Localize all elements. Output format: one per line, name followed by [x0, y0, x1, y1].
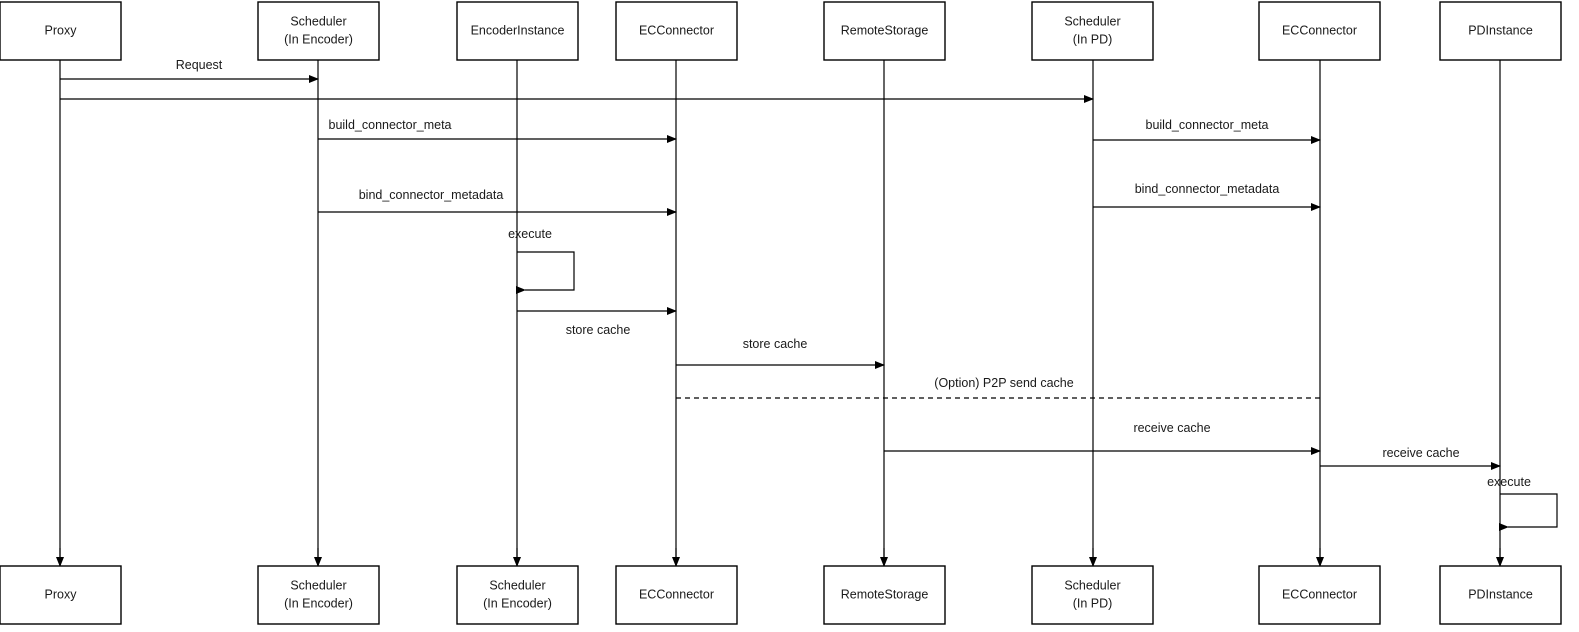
bottom-participant-sublabel-sched_pd: (In PD) [1073, 596, 1113, 610]
message-label-m8: store cache [743, 337, 808, 351]
bottom-participant-label-remote: RemoteStorage [841, 587, 929, 601]
message-label-m1: Request [176, 58, 223, 72]
bottom-participant-label-sched_enc: Scheduler [290, 578, 346, 592]
bottom-participant-sublabel-sched_enc: (In Encoder) [284, 596, 353, 610]
self-message-s2[interactable]: execute [1487, 475, 1558, 531]
self-message-path-s2 [1499, 493, 1558, 531]
message-m1[interactable]: Request [60, 58, 319, 83]
top-participant-box-ecc_pd[interactable]: ECConnector [1258, 1, 1381, 61]
top-participant-box-encoder_inst[interactable]: EncoderInstance [456, 1, 579, 61]
bottom-participant-boxes-layer: Proxy Scheduler (In Encoder) Scheduler (In E… [0, 565, 1562, 625]
self-message-s1[interactable]: execute [508, 227, 575, 294]
message-m10[interactable]: receive cache [884, 421, 1321, 455]
top-participant-box-remote[interactable]: RemoteStorage [823, 1, 946, 61]
message-m4[interactable]: build_connector_meta [1093, 118, 1321, 144]
bottom-participant-box-ecc_enc[interactable]: ECConnector [615, 565, 738, 625]
message-label-m5: bind_connector_metadata [359, 188, 504, 202]
top-participant-box-sched_pd[interactable]: Scheduler (In PD) [1031, 1, 1154, 61]
message-m11[interactable]: receive cache [1320, 446, 1501, 470]
top-participant-label-pd_inst: PDInstance [1468, 23, 1533, 37]
bottom-participant-box-proxy[interactable]: Proxy [0, 565, 122, 625]
message-m3[interactable]: build_connector_meta [318, 118, 677, 143]
message-label-m10: receive cache [1133, 421, 1210, 435]
top-participant-box-pd_inst[interactable]: PDInstance [1439, 1, 1562, 61]
bottom-participant-label-proxy: Proxy [45, 587, 78, 601]
top-participant-label-ecc_pd: ECConnector [1282, 23, 1357, 37]
bottom-participant-label-ecc_pd: ECConnector [1282, 587, 1357, 601]
bottom-participant-box-sched_enc[interactable]: Scheduler (In Encoder) [257, 565, 380, 625]
message-label-m6: bind_connector_metadata [1135, 182, 1280, 196]
self-message-label-s2: execute [1487, 475, 1531, 489]
bottom-participant-box-sched_pd[interactable]: Scheduler (In PD) [1031, 565, 1154, 625]
bottom-participant-box-pd_inst[interactable]: PDInstance [1439, 565, 1562, 625]
message-m9[interactable]: (Option) P2P send cache [676, 376, 1320, 399]
message-m8[interactable]: store cache [676, 337, 885, 369]
top-participant-sublabel-sched_pd: (In PD) [1073, 32, 1113, 46]
top-participant-sublabel-sched_enc: (In Encoder) [284, 32, 353, 46]
top-participant-label-encoder_inst: EncoderInstance [471, 23, 565, 37]
top-participant-box-ecc_enc[interactable]: ECConnector [615, 1, 738, 61]
bottom-participant-sublabel-encoder_inst: (In Encoder) [483, 596, 552, 610]
bottom-participant-box-encoder_inst[interactable]: Scheduler (In Encoder) [456, 565, 579, 625]
top-participant-box-sched_enc[interactable]: Scheduler (In Encoder) [257, 1, 380, 61]
lifelines-layer [56, 60, 1504, 567]
top-participant-boxes-layer: Proxy Scheduler (In Encoder) EncoderInstanc… [0, 1, 1562, 61]
message-label-m7: store cache [566, 323, 631, 337]
top-participant-label-proxy: Proxy [45, 23, 78, 37]
bottom-participant-label-encoder_inst: Scheduler [489, 578, 545, 592]
message-label-m11: receive cache [1382, 446, 1459, 460]
bottom-participant-box-ecc_pd[interactable]: ECConnector [1258, 565, 1381, 625]
self-message-label-s1: execute [508, 227, 552, 241]
bottom-participant-label-ecc_enc: ECConnector [639, 587, 714, 601]
message-m5[interactable]: bind_connector_metadata [318, 188, 677, 216]
message-label-m3: build_connector_meta [329, 118, 452, 132]
bottom-participant-box-remote[interactable]: RemoteStorage [823, 565, 946, 625]
self-messages-layer: execute execute [508, 227, 1558, 531]
message-label-m4: build_connector_meta [1146, 118, 1269, 132]
bottom-participant-label-sched_pd: Scheduler [1064, 578, 1120, 592]
messages-layer: Request build_connector_meta build_connect… [60, 58, 1501, 470]
bottom-participant-label-pd_inst: PDInstance [1468, 587, 1533, 601]
top-participant-label-sched_enc: Scheduler [290, 14, 346, 28]
top-participant-label-sched_pd: Scheduler [1064, 14, 1120, 28]
top-participant-label-ecc_enc: ECConnector [639, 23, 714, 37]
top-participant-box-proxy[interactable]: Proxy [0, 1, 122, 61]
message-m7[interactable]: store cache [517, 307, 677, 337]
self-message-path-s1 [516, 251, 575, 294]
message-label-m9: (Option) P2P send cache [934, 376, 1073, 390]
message-m6[interactable]: bind_connector_metadata [1093, 182, 1321, 211]
top-participant-label-remote: RemoteStorage [841, 23, 929, 37]
